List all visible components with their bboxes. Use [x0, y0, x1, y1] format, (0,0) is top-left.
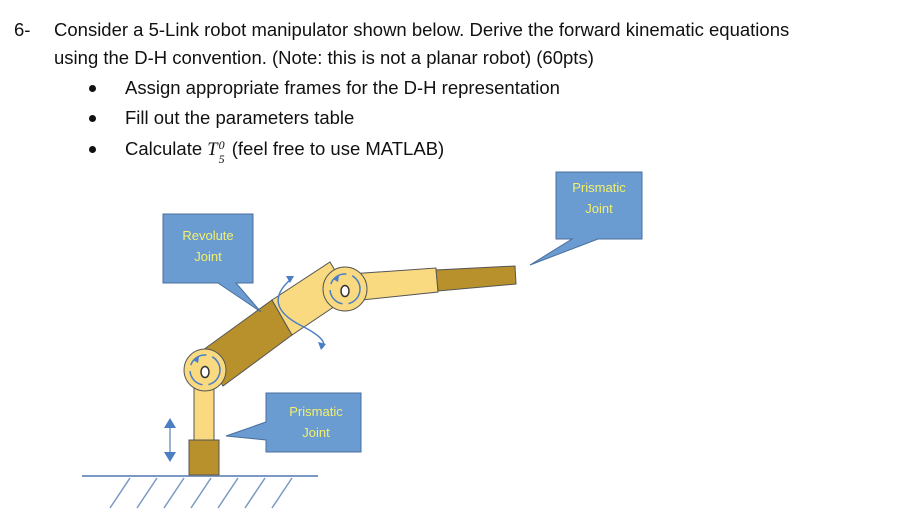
bullet-dot-icon	[89, 85, 96, 92]
callout-prismatic-top-line-1: Prismatic	[572, 180, 626, 195]
question-number: 6-	[14, 19, 31, 40]
bullet-text-prefix: Calculate	[125, 138, 208, 159]
callout-prismatic-bottom-line-1: Prismatic	[289, 404, 343, 419]
transform-letter: T	[207, 140, 218, 160]
question-line-1: Consider a 5-Link robot manipulator show…	[54, 19, 790, 40]
callout-prismatic-top-line-2: Joint	[585, 201, 613, 216]
callout-revolute-line-1: Revolute	[182, 228, 233, 243]
revolute-joint-1	[183, 348, 227, 392]
revolute-joint-2	[322, 266, 368, 312]
bullet-text: Fill out the parameters table	[125, 107, 355, 128]
ground	[82, 475, 318, 509]
arm-link-2	[349, 265, 517, 301]
transform-subscript: 5	[218, 152, 225, 166]
base-link	[188, 439, 220, 476]
bullet-text: Assign appropriate frames for the D-H re…	[125, 77, 560, 98]
callout-prismatic-joint-bottom: Prismatic Joint	[225, 392, 362, 453]
transform-superscript: 0	[218, 138, 225, 152]
twist-arrow-icon	[277, 276, 326, 350]
bullet-text-suffix: (feel free to use MATLAB)	[226, 138, 445, 159]
bullet-dot-icon	[89, 115, 96, 122]
callout-revolute-joint: Revolute Joint	[162, 213, 262, 313]
bullet-dot-icon	[89, 146, 96, 153]
callout-prismatic-bottom-line-2: Joint	[302, 425, 330, 440]
callout-revolute-line-2: Joint	[194, 249, 222, 264]
callout-prismatic-joint-top: Prismatic Joint	[529, 171, 643, 266]
vertical-motion-arrow-icon	[164, 418, 176, 462]
question-line-2: using the D-H convention. (Note: this is…	[54, 47, 594, 68]
